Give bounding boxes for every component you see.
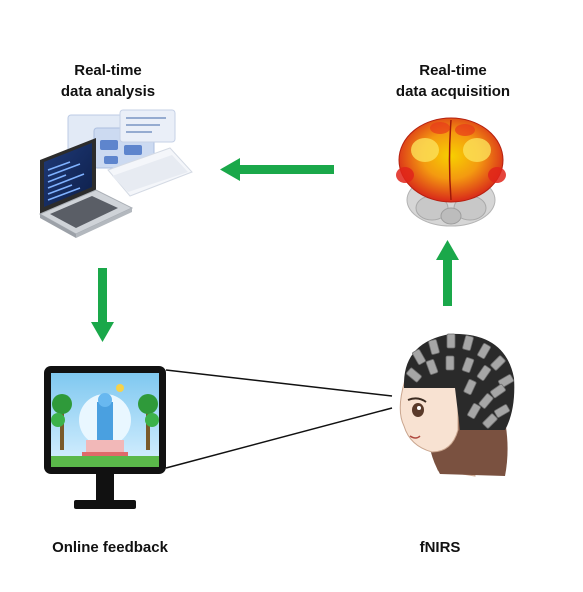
monitor-game-icon [44, 366, 166, 509]
arrow-analysis-to-feedback [91, 268, 114, 342]
label-realtime-data-analysis: Real-time data analysis [28, 60, 188, 102]
arrow-fnirs-to-acquisition [436, 240, 459, 306]
brain-activation-icon [396, 117, 506, 227]
label-analysis-line1: Real-time [74, 62, 142, 79]
connection-lines [165, 369, 393, 469]
laptop-icon [38, 109, 193, 238]
label-acquisition-line1: Real-time [419, 62, 487, 79]
label-feedback-text: Online feedback [52, 539, 168, 556]
label-analysis-line2: data analysis [60, 83, 156, 100]
fnirs-cap-head-icon [399, 333, 515, 477]
label-fnirs-text: fNIRS [419, 539, 461, 556]
label-fnirs: fNIRS [380, 537, 500, 558]
label-acquisition-line2: data acquisition [395, 83, 511, 100]
label-realtime-data-acquisition: Real-time data acquisition [373, 60, 533, 102]
arrow-acquisition-to-analysis [220, 158, 334, 181]
label-online-feedback: Online feedback [30, 537, 190, 558]
